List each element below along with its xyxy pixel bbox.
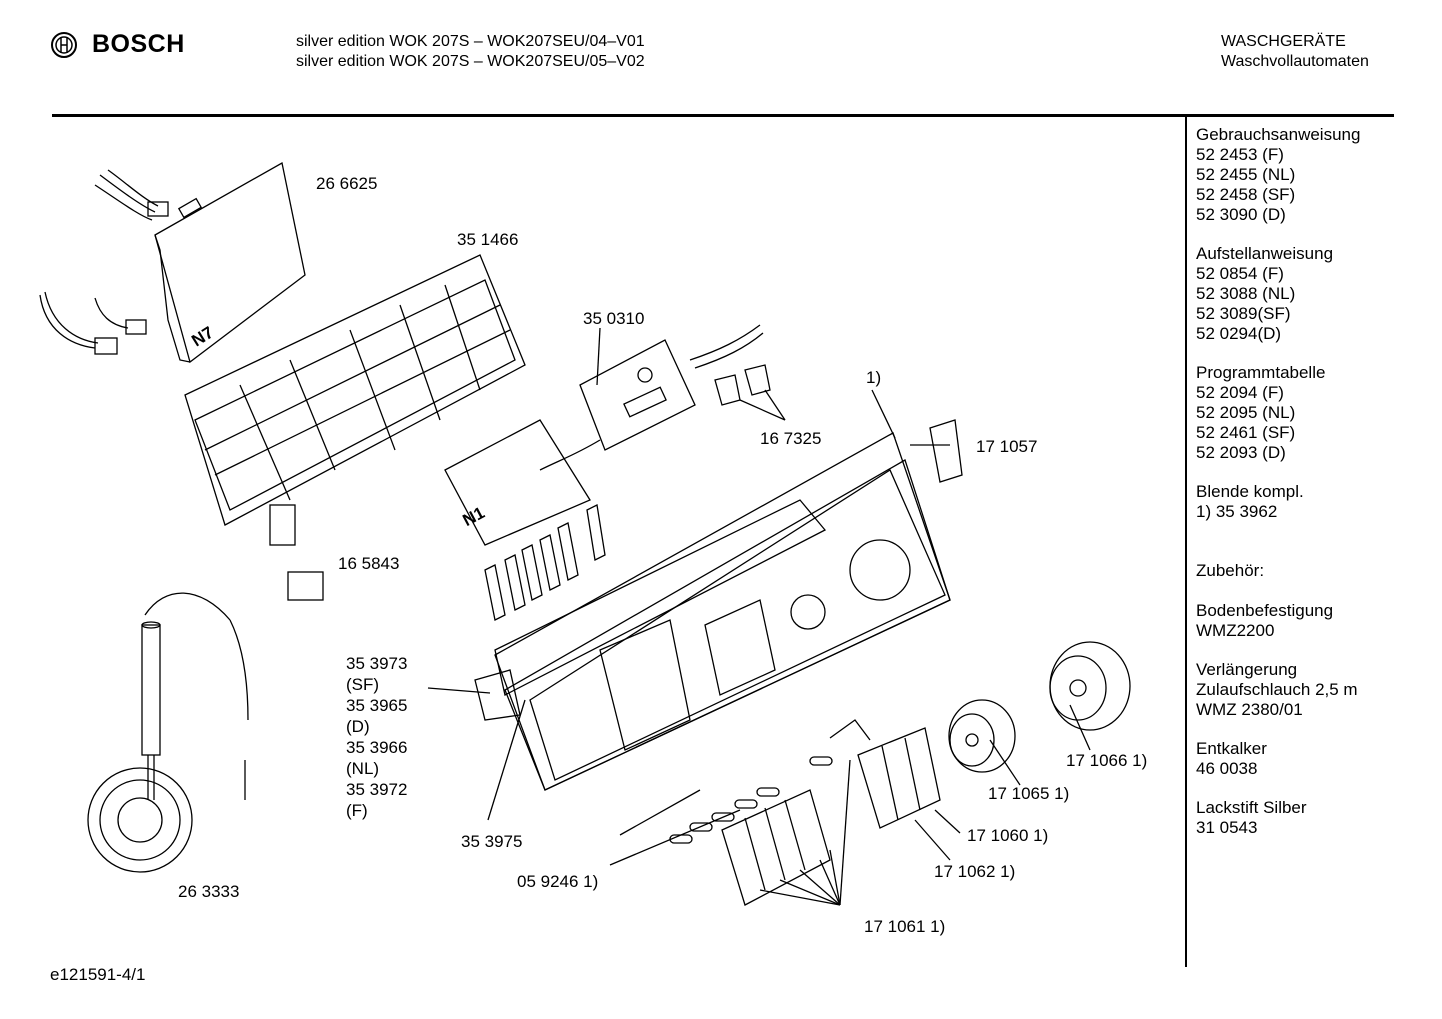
sidebar-line: 52 0294(D): [1196, 324, 1282, 343]
model-line-1: silver edition WOK 207S – WOK207SEU/04–V…: [296, 33, 645, 50]
brand-name: BOSCH: [92, 30, 185, 58]
knob-171066: [1049, 641, 1131, 731]
part-label: 17 1060 1): [967, 826, 1049, 845]
part-label: (NL): [346, 759, 380, 778]
drawing-id: e121591-4/1: [50, 965, 146, 984]
part-171057: [929, 419, 963, 483]
sidebar-parts-list: Gebrauchsanweisung 52 2453 (F) 52 2455 (…: [1196, 125, 1436, 857]
sidebar-group-aufstellanweisung: Aufstellanweisung 52 0854 (F) 52 3088 (N…: [1196, 244, 1436, 344]
insert-strip: [474, 669, 521, 721]
sidebar-line: WMZ 2380/01: [1196, 700, 1303, 719]
sidebar-line: Bodenbefestigung: [1196, 601, 1334, 620]
clips-167325: [714, 364, 786, 421]
knob-171065: [948, 699, 1016, 773]
sidebar-group-lackstift: Lackstift Silber 31 0543: [1196, 798, 1436, 838]
part-label: (D): [346, 717, 370, 736]
sidebar-line: 52 0854 (F): [1196, 264, 1284, 283]
control-frame: [184, 254, 526, 546]
sidebar-group-bodenbefestigung: Bodenbefestigung WMZ2200: [1196, 601, 1436, 641]
key-set-171062: [829, 719, 941, 829]
sidebar-line: Verlängerung: [1196, 660, 1298, 679]
sidebar-line: Programmtabelle: [1196, 363, 1326, 382]
pcb-350310: [579, 324, 764, 451]
part-label: (F): [346, 801, 368, 820]
button-keys: [484, 504, 606, 621]
part-label: 16 7325: [760, 429, 822, 448]
part-label: 17 1065 1): [988, 784, 1070, 803]
brand-logo: BOSCH: [50, 30, 185, 59]
part-label: 17 1062 1): [934, 862, 1016, 881]
sidebar-group-entkalker: Entkalker 46 0038: [1196, 739, 1436, 779]
part-label: 35 3965: [346, 696, 408, 715]
sidebar-line: Gebrauchsanweisung: [1196, 125, 1361, 144]
part-label: 17 1066 1): [1066, 751, 1148, 770]
part-label: 17 1057: [976, 437, 1038, 456]
module-cover-n7: [154, 161, 306, 364]
part-label: 05 9246 1): [517, 872, 599, 891]
part-label: 35 0310: [583, 309, 645, 328]
exploded-parts-drawing: [39, 161, 1131, 906]
sidebar-line: WMZ2200: [1196, 621, 1275, 640]
sidebar-line: 52 2458 (SF): [1196, 185, 1296, 204]
sidebar-group-verlaengerung: Verlängerung Zulaufschlauch 2,5 m WMZ 23…: [1196, 660, 1436, 720]
fascia-panel: [494, 432, 951, 791]
sidebar-divider: [1185, 117, 1187, 967]
sidebar-line: 52 3089(SF): [1196, 304, 1291, 323]
sidebar-group-zubehoer: Zubehör:: [1196, 561, 1436, 581]
sidebar-group-blende: Blende kompl. 1) 35 3962: [1196, 482, 1436, 522]
sidebar-line: Zubehör:: [1196, 561, 1265, 580]
part-label: (SF): [346, 675, 380, 694]
pressure-switch-263333: [87, 592, 249, 873]
sidebar-line: Entkalker: [1196, 739, 1267, 758]
part-label: 35 3973: [346, 654, 408, 673]
category-line-1: WASCHGERÄTE: [1221, 33, 1346, 50]
sidebar-line: Lackstift Silber: [1196, 798, 1307, 817]
category-info: WASCHGERÄTE Waschvollautomaten: [1221, 32, 1369, 72]
sidebar-line: 1) 35 3962: [1196, 502, 1278, 521]
sidebar-line: 52 2095 (NL): [1196, 403, 1296, 422]
sidebar-line: Zulaufschlauch 2,5 m: [1196, 680, 1358, 699]
sidebar-line: 52 3090 (D): [1196, 205, 1286, 224]
part-label: 16 5843: [338, 554, 400, 573]
sidebar-line: 52 2461 (SF): [1196, 423, 1296, 442]
key-set-171061: [721, 789, 831, 906]
springs: [669, 756, 833, 844]
part-label: 1): [866, 368, 882, 387]
sidebar-group-programmtabelle: Programmtabelle 52 2094 (F) 52 2095 (NL)…: [1196, 363, 1436, 463]
part-label: 35 3972: [346, 780, 408, 799]
sidebar-line: 31 0543: [1196, 818, 1258, 837]
sidebar-line: Blende kompl.: [1196, 482, 1304, 501]
sidebar-line: 52 3088 (NL): [1196, 284, 1296, 303]
pcb-n1: [444, 419, 601, 546]
model-info: silver edition WOK 207S – WOK207SEU/04–V…: [296, 32, 645, 72]
leader-lines: [427, 327, 1091, 906]
sidebar-line: 52 2455 (NL): [1196, 165, 1296, 184]
part-165843: [287, 571, 324, 601]
header-rule: [52, 114, 1394, 117]
sidebar-line: 52 2094 (F): [1196, 383, 1284, 402]
category-line-2: Waschvollautomaten: [1221, 53, 1369, 70]
model-line-2: silver edition WOK 207S – WOK207SEU/05–V…: [296, 53, 645, 70]
part-label: 35 3966: [346, 738, 408, 757]
sidebar-line: 52 2453 (F): [1196, 145, 1284, 164]
sidebar-group-gebrauchsanweisung: Gebrauchsanweisung 52 2453 (F) 52 2455 (…: [1196, 125, 1436, 225]
part-label: 26 3333: [178, 882, 240, 901]
part-label: 35 1466: [457, 230, 519, 249]
sidebar-line: Aufstellanweisung: [1196, 244, 1334, 263]
bosch-armature-icon: [51, 31, 77, 58]
sidebar-line: 52 2093 (D): [1196, 443, 1286, 462]
wire-harness: [39, 169, 169, 355]
part-label: 26 6625: [316, 174, 378, 193]
part-label: 17 1061 1): [864, 917, 946, 936]
sidebar-line: 46 0038: [1196, 759, 1258, 778]
part-label: 35 3975: [461, 832, 523, 851]
